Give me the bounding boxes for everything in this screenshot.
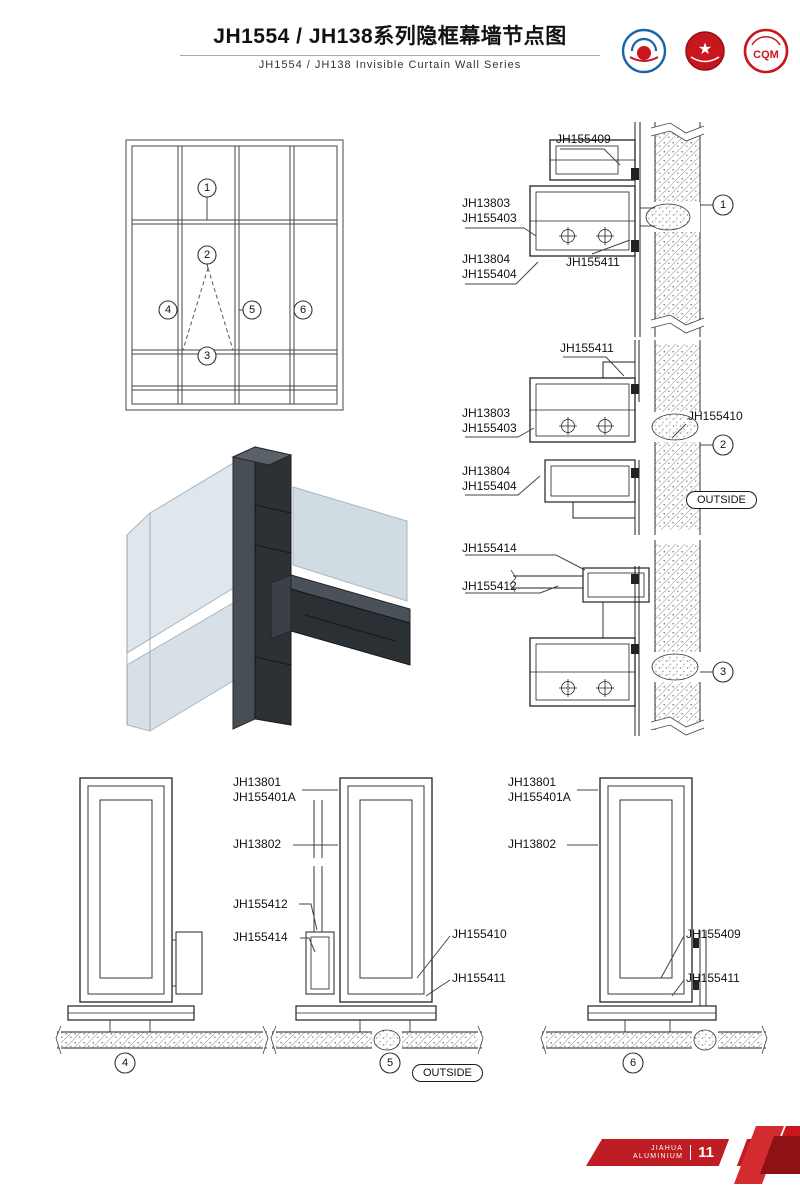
detail-callout-5: 5 [387,1057,393,1069]
footer-graphic [712,1126,800,1184]
part-label: JH155403 [462,211,517,225]
detail-callout-1-circle [712,194,734,216]
brand-line2: ALUMINIUM [633,1152,684,1160]
part-label: JH13804 [462,252,511,266]
elevation-grid-diagram: 1 2 3 4 5 6 [125,139,344,411]
detail-callout-3: 3 [720,666,726,678]
curtain-wall-grid [125,139,344,411]
elevation-callouts: 1 2 3 4 5 6 [158,178,313,366]
section-detail-5: 5 [270,777,484,1074]
wall-structure [650,540,705,736]
part-label: JH13803 [462,406,511,420]
detail-callout-1: 1 [720,199,726,211]
detail-callout-4-circle [114,1052,136,1074]
svg-text:★: ★ [698,41,712,58]
mullion-profile [295,777,437,1032]
part-label: JH155409 [686,927,741,941]
section-detail-4: 4 [55,777,269,1074]
part-label: JH155411 [560,341,614,355]
part-label: JH155410 [688,409,743,423]
detail-callout-6: 6 [630,1057,636,1069]
mullion-profile [587,777,717,1032]
part-label: JH13804 [462,464,511,478]
part-label: JH155404 [462,479,517,493]
section-detail-3: 3 [509,540,734,736]
part-label: JH13801 [233,775,282,789]
detail-callout-2: 2 [720,439,726,451]
glass-panes [126,449,408,732]
elevation-callout-5: 5 [249,304,255,316]
elevation-callout-4: 4 [165,304,171,316]
outside-label: OUTSIDE [686,491,757,509]
part-label: JH13803 [462,196,511,210]
part-label: JH13801 [508,775,557,789]
openable-vent-symbol [182,267,234,351]
elevation-callout-6: 6 [300,304,306,316]
part-label: JH155414 [233,930,288,944]
gaskets [693,938,699,990]
part-label: JH155409 [556,132,611,146]
page-title: JH1554 / JH138系列隐框幕墙节点图 [213,25,567,48]
profile-section [529,361,636,519]
page-header: JH1554 / JH138系列隐框幕墙节点图 JH1554 / JH138 I… [110,20,670,71]
sealant-blob [645,203,691,231]
profile-section [529,139,655,257]
panel-break [310,858,326,866]
part-label: JH155411 [566,255,620,269]
detail-callout-5-circle [379,1052,401,1074]
title-divider [180,55,600,56]
section-detail-1: 1 [529,122,734,337]
callout-leaders [206,197,243,311]
elevation-callout-3: 3 [204,350,210,362]
cqm-logo-text: CQM [753,49,779,61]
certification-logo-blue-icon [621,28,667,74]
gaskets [631,168,639,252]
section-detail-6: 6 [540,777,768,1074]
bolt-symbols [559,227,614,245]
outside-label: OUTSIDE [412,1064,483,1082]
footer-divider [690,1145,692,1160]
part-label: JH155401A [233,790,296,804]
part-label: JH13802 [233,837,282,851]
page-subtitle: JH1554 / JH138 Invisible Curtain Wall Se… [258,59,522,71]
cqm-logo-icon: CQM [743,28,789,74]
elevation-callout-2: 2 [204,249,210,261]
glass-edge-highlights [126,513,151,731]
bolt-symbols [559,417,614,435]
certification-seal-icon: ★ [685,31,725,71]
certification-logos: ★ CQM [620,26,790,76]
part-label: JH155412 [462,579,517,593]
detail-callout-6-circle [622,1052,644,1074]
part-label: JH13802 [508,837,557,851]
part-label: JH155403 [462,421,517,435]
page-number: 11 [698,1144,714,1161]
detail-callout-3-circle [712,661,734,683]
detail-callout-4: 4 [122,1057,128,1069]
part-label: JH155404 [462,267,517,281]
part-label: JH155411 [452,971,506,985]
brand-line1: JIAHUA [651,1144,684,1152]
bolt-symbols [559,679,614,697]
floor-slab [55,1025,269,1055]
floor-slab [270,1025,484,1055]
sealant-blob [651,653,699,681]
part-label: JH155410 [452,927,507,941]
floor-slab [540,1025,768,1055]
panel-frame [509,567,650,639]
part-label: JH155401A [508,790,571,804]
aluminium-profiles [231,446,411,730]
brand-name: JIAHUA ALUMINIUM [633,1145,683,1161]
mullion-profile [67,777,203,1032]
part-label: JH155411 [686,971,740,985]
part-label: JH155412 [233,897,288,911]
profile-section [529,637,636,707]
isometric-profile-render [126,446,411,732]
elevation-callout-1: 1 [204,182,210,194]
glass-line [634,122,641,337]
gaskets [631,574,639,654]
detail-callout-2-circle [712,434,734,456]
part-label: JH155414 [462,541,517,555]
